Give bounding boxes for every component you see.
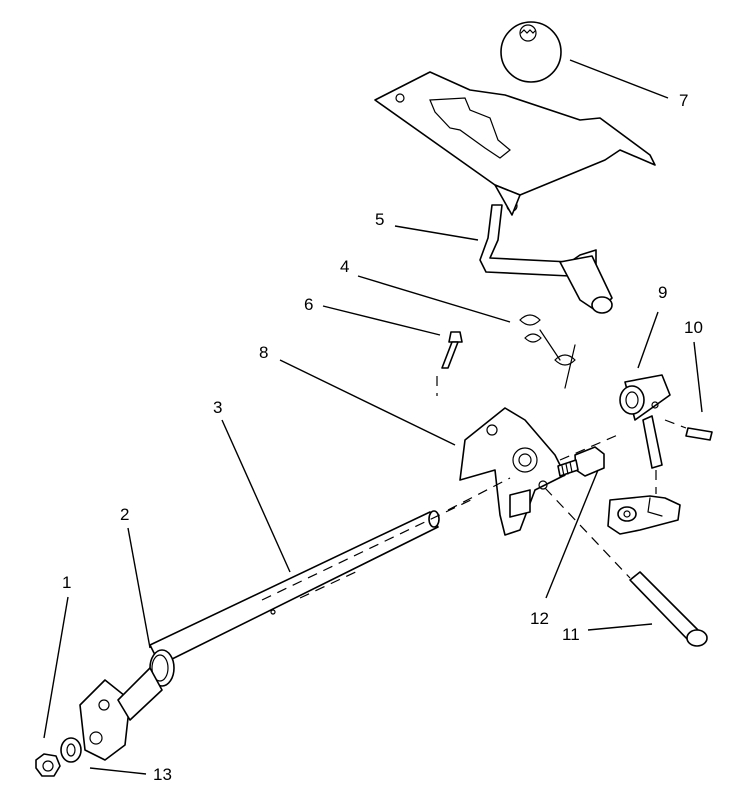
lower-end-plate: [79, 667, 163, 761]
callout-13: 13: [153, 765, 172, 784]
callout-11: 11: [562, 625, 580, 644]
callout-7: 7: [679, 91, 688, 110]
part-6-bolt: [436, 331, 463, 396]
callout-12: 12: [530, 609, 549, 628]
callout-5: 5: [375, 210, 384, 229]
callout-2: 2: [120, 505, 129, 524]
leader-lines: [43, 59, 703, 775]
callout-3: 3: [213, 398, 222, 417]
callout-10: 10: [684, 318, 703, 337]
part-8-bracket: [459, 407, 566, 536]
leader-9: [637, 311, 659, 369]
part-3-shaft: [149, 477, 511, 666]
leader-8: [279, 359, 456, 446]
part-11-clevis-pin: [544, 487, 708, 647]
leader-4: [357, 275, 511, 323]
shift-plate: [374, 71, 656, 216]
callout-labels: 1 2 3 4 5 6 7 8 9 10 11 12 13: [62, 91, 703, 784]
part-10-pin: [664, 419, 713, 441]
leader-11: [587, 623, 653, 631]
part-4-spring: [519, 314, 576, 389]
leader-10: [693, 341, 703, 413]
leader-5: [394, 225, 479, 241]
part-13-washer: [60, 737, 82, 763]
leader-3: [221, 419, 291, 573]
callout-6: 6: [304, 295, 313, 314]
callout-4: 4: [340, 257, 349, 276]
callout-9: 9: [658, 283, 667, 302]
part-1-nut: [35, 753, 61, 777]
callout-8: 8: [259, 343, 268, 362]
leader-13: [89, 767, 147, 775]
part-12-carriage-bolt: [557, 433, 621, 477]
part-9-pivot-block: [607, 374, 681, 535]
leader-7: [569, 59, 669, 99]
callout-1: 1: [62, 573, 71, 592]
leader-6: [322, 305, 441, 336]
part-5-shift-lever: [479, 204, 613, 314]
leader-1: [43, 596, 69, 739]
leader-12: [545, 469, 599, 599]
leader-2: [127, 527, 151, 649]
